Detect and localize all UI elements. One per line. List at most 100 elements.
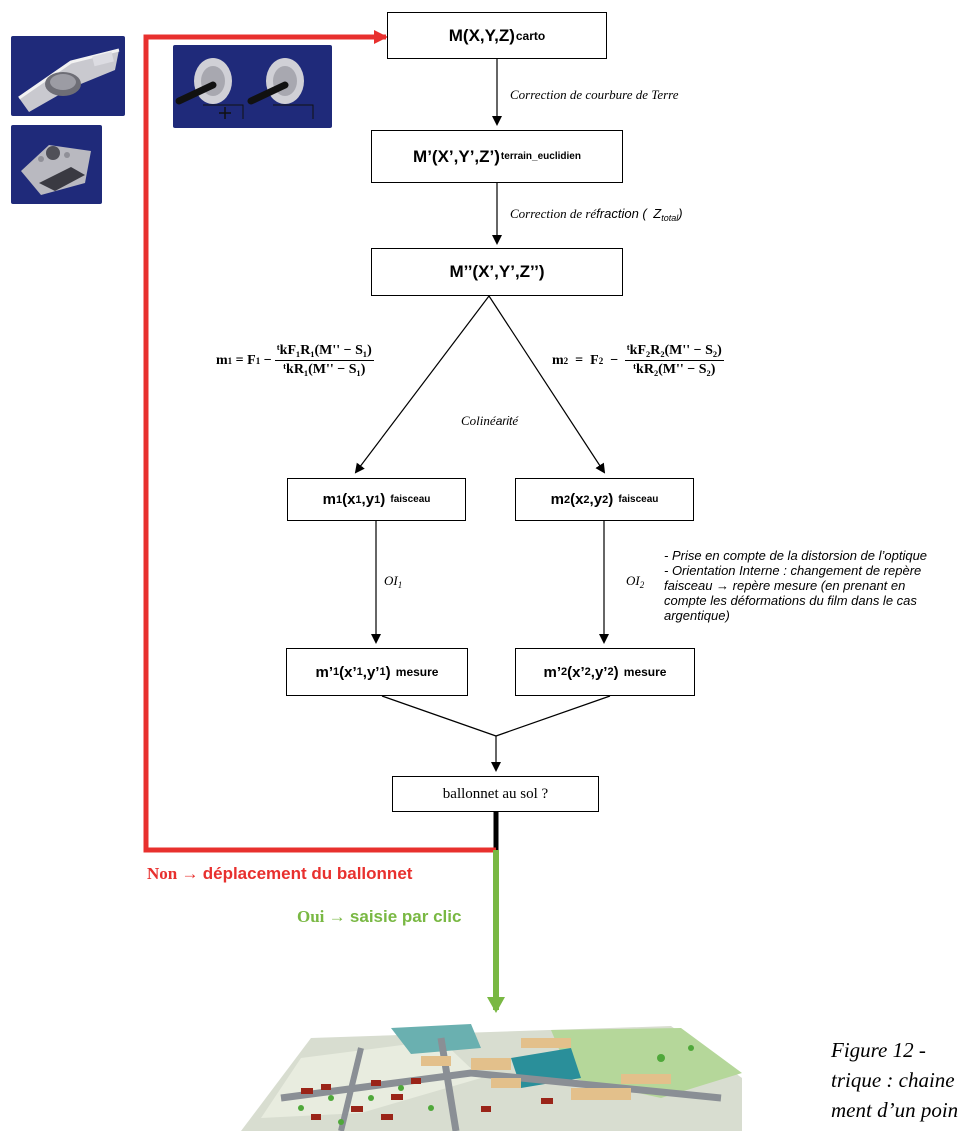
m2f-idx3: 2 xyxy=(602,493,609,506)
note-line-1: - Prise en compte de la distorsion de l’… xyxy=(664,548,928,563)
note-line-3: faisceau → repère mesure (en prenant en xyxy=(664,578,906,593)
box-m2-mesure: m’2(x’2,y’2) mesure xyxy=(515,648,695,696)
formula-m2-eq: = xyxy=(575,352,584,368)
note-line-2: - Orientation Interne : changement de re… xyxy=(664,563,922,578)
m1m-d: ) xyxy=(385,663,391,681)
note-line-4: compte les déformations du film dans le … xyxy=(664,593,917,608)
formula-m2-denominator: ᵗkR₂(M'' − S₂) xyxy=(633,362,716,377)
formula-m1-f-sub: 1 xyxy=(255,355,261,366)
m1m-sub: mesure xyxy=(395,665,439,679)
caption-line-2: trique : chaine xyxy=(831,1068,955,1092)
m2f-idx2: 2 xyxy=(583,493,590,506)
m2f-sub: faisceau xyxy=(618,494,659,505)
note-line-5: argentique) xyxy=(664,608,730,623)
m1f-d: ) xyxy=(380,491,386,508)
formula-m2-f-sub: 2 xyxy=(598,355,604,366)
handwheels-icon xyxy=(173,45,332,128)
formula-m1-eq: = xyxy=(235,352,244,368)
m1f-idx: 1 xyxy=(335,493,343,506)
caption-line-1: Figure 12 - xyxy=(831,1038,926,1062)
m2f-a: m xyxy=(550,491,564,508)
formula-m2-numerator: ᵗkF₂R₂(M'' − S₂) xyxy=(624,343,724,361)
box-terrain: M’(X’,Y’,Z’)terrain_euclidien xyxy=(371,130,623,183)
label-oui-a: Oui → xyxy=(297,907,350,926)
loop-non-arrow xyxy=(143,30,496,853)
m1f-sub: faisceau xyxy=(390,494,431,505)
label-oi1: OI1 xyxy=(384,573,402,590)
formula-m2-f: F xyxy=(590,352,599,368)
box-ballonnet: ballonnet au sol ? xyxy=(392,776,599,812)
label-colinearite-a: Colin xyxy=(461,413,490,428)
city-3d-model-image xyxy=(241,1018,742,1131)
formula-m2-lhs: m xyxy=(552,352,564,368)
label-oi2-sub: 2 xyxy=(639,580,645,590)
note-orientation-interne: - Prise en compte de la distorsion de l’… xyxy=(664,548,927,623)
m2m-idx2: 2 xyxy=(584,666,591,678)
foot-pedal-icon xyxy=(11,125,102,204)
m2f-idx: 2 xyxy=(563,493,571,506)
label-refraction-sub: total xyxy=(661,213,679,223)
label-oui-b: saisie par clic xyxy=(349,907,462,926)
mouse-device-icon xyxy=(11,36,125,116)
label-colinearite-d: é xyxy=(512,413,519,428)
label-oi2-text: OI xyxy=(626,573,640,588)
formula-m1-lhs: m xyxy=(216,352,228,368)
formula-m2-fraction: ᵗkF₂R₂(M'' − S₂) ᵗkR₂(M'' − S₂) xyxy=(624,343,724,378)
m2f-d: ) xyxy=(608,491,614,508)
label-refraction-z: Z xyxy=(653,206,662,221)
formula-m1-numerator: ᵗkF₁R₁(M'' − S₁) xyxy=(274,343,374,361)
label-refraction-b: fraction ( xyxy=(596,206,647,221)
label-refraction-c: ) xyxy=(678,206,683,221)
m2f-b: (x xyxy=(570,491,584,508)
m1m-b: (x’ xyxy=(339,663,357,681)
figure-caption: Figure 12 - trique : chaine ment d’un po… xyxy=(831,1035,958,1125)
label-non: Non → déplacement du ballonnet xyxy=(147,864,412,884)
label-non-a: Non → xyxy=(147,864,203,883)
box-m1-mesure: m’1(x’1,y’1) mesure xyxy=(286,648,468,696)
formula-m1-denominator: ᵗkR₁(M'' − S₁) xyxy=(283,362,366,377)
label-oi1-sub: 1 xyxy=(397,580,403,590)
m1f-idx2: 1 xyxy=(355,493,362,506)
merge-line-left xyxy=(381,695,497,737)
label-oi2: OI2 xyxy=(626,573,644,590)
formula-m1-fraction: ᵗkF₁R₁(M'' − S₁) ᵗkR₁(M'' − S₁) xyxy=(274,343,374,378)
m1m-idx3: 1 xyxy=(379,666,386,678)
box-terrain-main: M’(X’,Y’,Z’) xyxy=(413,146,500,166)
label-colinearite-b: é xyxy=(489,413,496,428)
label-oi1-text: OI xyxy=(384,573,398,588)
box-carto-main: M(X,Y,Z) xyxy=(448,25,515,45)
box-terrain-sub: terrain_euclidien xyxy=(500,151,581,162)
box-double-prime: M’’(X’,Y’,Z’’) xyxy=(371,248,623,296)
m2m-b: (x’ xyxy=(567,663,585,681)
m1m-a: m’ xyxy=(315,663,334,681)
m2m-idx3: 2 xyxy=(607,666,614,678)
label-oui: Oui → saisie par clic xyxy=(297,907,461,927)
formula-m1-f: F xyxy=(247,352,256,368)
m2m-d: ) xyxy=(613,663,619,681)
label-non-b: déplacement du ballonnet xyxy=(202,864,413,883)
formula-m1-lhs-sub: 1 xyxy=(227,355,233,366)
formula-m2-lhs-sub: 2 xyxy=(563,355,569,366)
m2m-c: ,y’ xyxy=(590,663,608,681)
caption-line-3: ment d’un poin xyxy=(831,1098,959,1122)
m1f-b: (x xyxy=(342,491,356,508)
m1m-idx2: 1 xyxy=(356,666,363,678)
m1m-idx: 1 xyxy=(333,666,340,678)
merge-line-right xyxy=(495,695,611,737)
m1m-c: ,y’ xyxy=(362,663,380,681)
m2m-a: m’ xyxy=(543,663,562,681)
box-ballonnet-text: ballonnet au sol ? xyxy=(442,785,549,802)
label-refraction: Correction de réfraction ( Ztotal) xyxy=(510,206,683,223)
formula-m1-minus: − xyxy=(263,352,272,368)
box-carto: M(X,Y,Z)carto xyxy=(387,12,607,59)
arrow-doubleprime-m1 xyxy=(354,295,490,474)
label-colinearite-c: arit xyxy=(495,414,513,428)
m2m-idx: 2 xyxy=(561,666,568,678)
box-carto-sub: carto xyxy=(515,28,546,43)
arrow-doubleprime-m2 xyxy=(488,295,606,474)
